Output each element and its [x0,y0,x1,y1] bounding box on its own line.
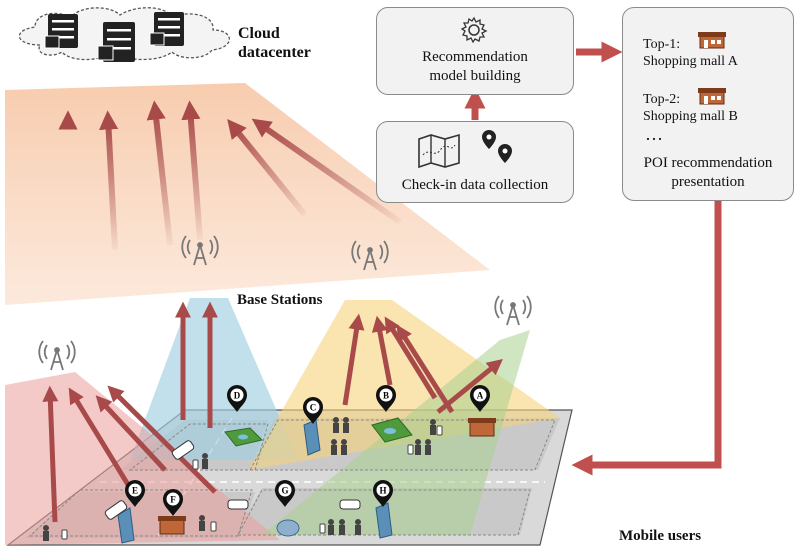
bs-arrow [107,385,217,494]
poi-marker-label: D [234,391,241,401]
shop-icon [158,516,186,535]
poi-marker-h: H [373,480,393,507]
poi-marker-b: B [376,385,396,412]
shopping-mall-icon [698,88,726,105]
park-icon [224,427,263,447]
car-icon [339,499,361,510]
more-ellipsis: … [645,124,663,144]
presentation-title-line2: presentation [671,174,745,190]
antenna-icon [181,235,219,266]
antenna-icon [351,240,389,271]
checkin-box-label: Check-in data collection [401,177,549,193]
car-icon [104,500,128,520]
shop-icon [468,418,496,437]
uplink-arrow [99,110,119,251]
presentation-to-users-arrow [571,200,722,476]
top1-name: Shopping mall A [643,54,738,69]
bs-arrow [42,385,59,523]
top2-name: Shopping mall B [643,109,738,124]
bs-arrow [95,395,167,472]
antenna-icon [494,295,532,326]
poi-marker-d: D [227,385,247,412]
phone-icons [61,425,443,540]
bs-arrow [371,315,393,386]
poi-marker-f: F [163,489,183,516]
antenna-icon [38,340,76,371]
poi-marker-label: C [310,403,317,413]
cloud-uplink-arrows [58,100,402,265]
poi-marker-a: A [470,385,490,412]
region-outlines [28,419,556,537]
poi-presentation-box: Top-1: Shopping mall A Top-2: Shopping m… [622,7,794,201]
model-box-line2: model building [429,68,521,84]
top2-rank: Top-2: [643,92,681,107]
office-building-icon [276,519,300,537]
cloud-label-line2: datacenter [238,44,311,61]
cloud-label-line1: Cloud [238,25,280,42]
model-box-line1: Recommendation [422,49,528,65]
uplink-arrow [146,100,173,246]
poi-marker-label: A [477,391,484,401]
location-pin-icon [482,130,512,163]
server-icon [149,12,184,46]
bs-uplink-arrows [42,301,503,523]
base-stations-label: Base Stations [237,292,323,308]
poi-marker-c: C [303,396,323,424]
poi-marker-label: F [170,495,176,505]
gear-icon [460,16,488,44]
server-icon [97,22,135,62]
poi-marker-e: E [125,480,145,507]
car-icon [227,499,249,510]
uplink-arrow [181,100,203,241]
poi-marker-label: B [383,391,389,401]
uplink-arrow [251,118,402,225]
coverage-zone-blue [130,298,298,460]
people-icons [43,417,436,541]
recommendation-model-box: Recommendation model building [376,7,574,95]
poi-marker-label: H [379,486,386,496]
checkin-collection-box: Check-in data collection [376,121,574,203]
presentation-title-line1: POI recommendation [643,155,773,171]
top1-rank: Top-1: [643,37,681,52]
server-icon [44,14,78,49]
coverage-zone-red [5,372,280,545]
uplink-arrow [227,119,308,217]
map-icon [418,133,460,169]
bs-arrow [436,358,503,414]
bs-arrow [384,316,438,400]
cloud-label: Cloud datacenter [238,24,311,62]
poi-marker-g: G [275,480,295,507]
bs-arrow [68,387,133,490]
bs-arrow [342,313,365,406]
poi-marker-label: G [281,486,288,496]
bs-arrow [396,324,455,414]
shopping-mall-icon [698,32,726,49]
mobile-users-label: Mobile users [619,528,702,544]
poi-marker-label: E [132,486,138,496]
car-icon [171,440,195,460]
park-icon [371,417,413,443]
office-building-icon [117,507,135,544]
